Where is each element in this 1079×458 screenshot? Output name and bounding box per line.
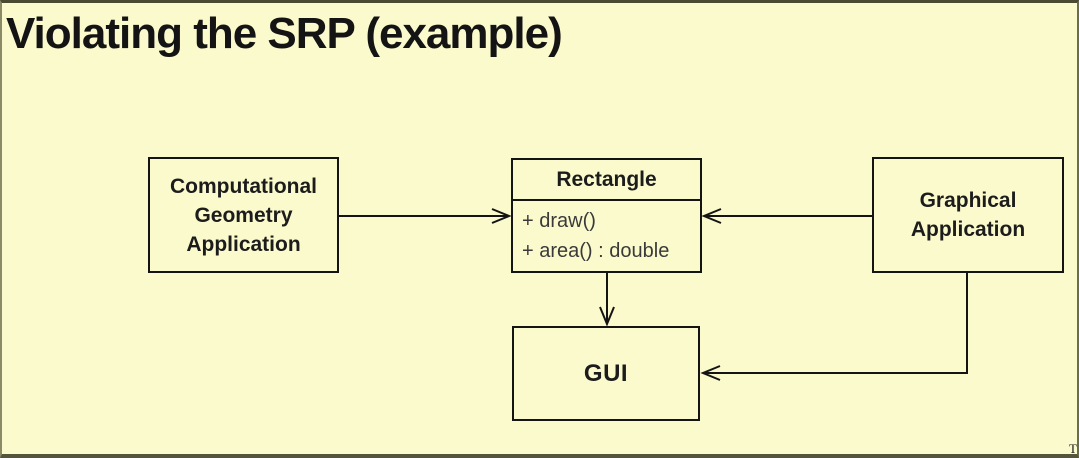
class-member-area: + area() : double <box>522 240 670 262</box>
slide-title: Violating the SRP (example) <box>6 9 563 58</box>
node-graphical-application: Graphical Application <box>872 157 1064 273</box>
node-label: Graphical Application <box>910 189 1026 241</box>
node-rectangle-class: Rectangle + draw() + area() : double <box>511 158 702 273</box>
stray-cursor-artifact: T <box>1069 441 1077 456</box>
class-members: + draw() + area() : double <box>513 201 700 266</box>
edge-graphical-to-gui-arrow <box>700 273 968 381</box>
node-label: GUI <box>583 360 629 387</box>
node-label: Computational Geometry Application <box>170 174 317 256</box>
class-member-draw: + draw() <box>522 210 596 232</box>
node-gui: GUI <box>512 326 700 421</box>
class-name: Rectangle <box>513 160 700 201</box>
node-computational-geometry-application: Computational Geometry Application <box>148 157 339 273</box>
